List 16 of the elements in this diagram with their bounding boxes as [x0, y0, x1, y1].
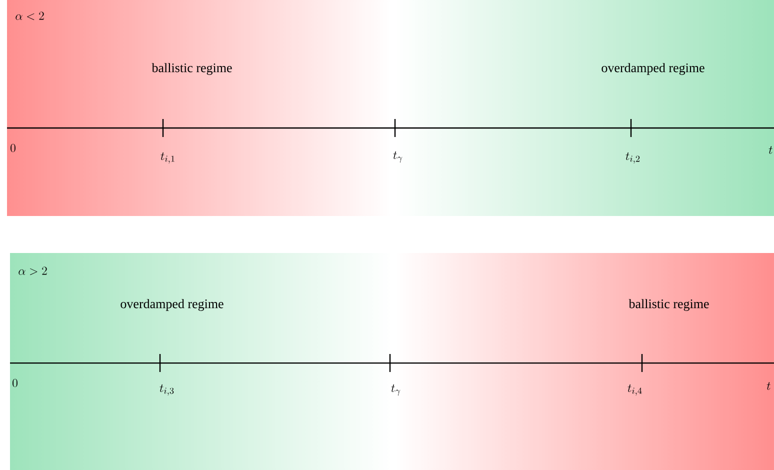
math-label: $\alpha > 2$ — [18, 266, 47, 276]
math-label: $t_\gamma$ — [393, 151, 402, 163]
regime-label: ballistic regime — [152, 63, 232, 75]
math-label: $t_{i,1}$ — [160, 152, 174, 164]
math-label: $t_\gamma$ — [391, 384, 400, 396]
regime-label: overdamped regime — [602, 63, 704, 75]
regime-label: ballistic regime — [628, 299, 709, 311]
math-label: $0$ — [12, 378, 18, 388]
regime-label: overdamped regime — [120, 299, 224, 311]
math-label: $0$ — [10, 144, 16, 152]
math-label: $t$ — [766, 382, 770, 390]
math-label: $t$ — [768, 146, 772, 154]
math-label: $t_{i,4}$ — [628, 384, 642, 396]
math-label: $t_{i,2}$ — [626, 152, 640, 164]
math-label: $\alpha < 2$ — [16, 12, 44, 20]
math-label: $t_{i,3}$ — [160, 384, 174, 396]
